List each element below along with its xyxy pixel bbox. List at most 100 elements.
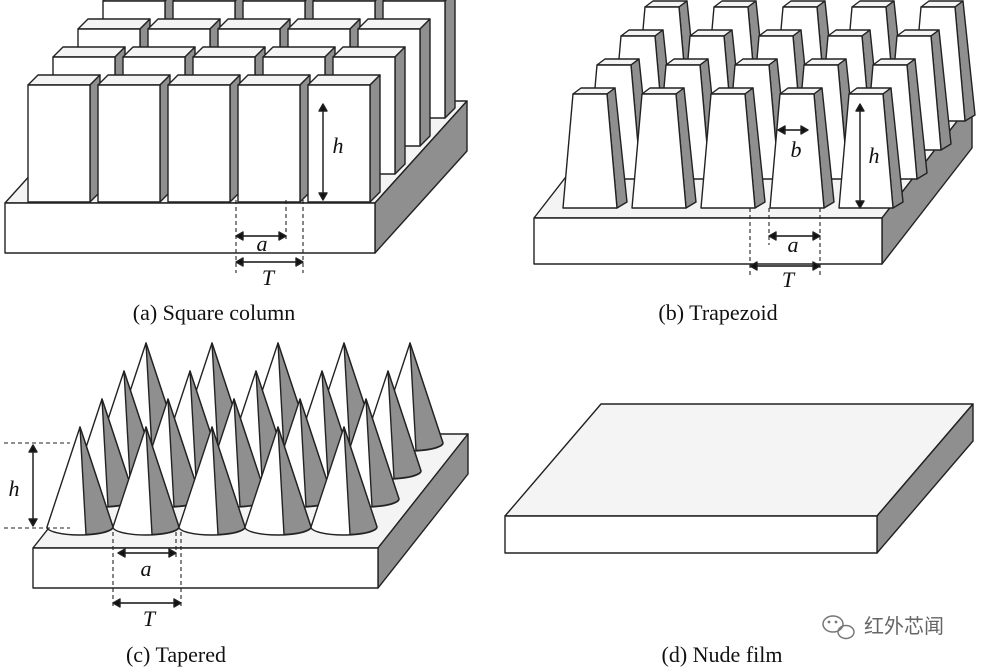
substrate-b-front bbox=[533, 217, 883, 265]
cone-tip bbox=[310, 426, 378, 536]
column-top bbox=[217, 18, 291, 30]
dimension-b-top-head-right bbox=[800, 125, 809, 135]
column-top bbox=[237, 74, 311, 86]
column-top bbox=[167, 74, 241, 86]
trapezoid-pillar bbox=[838, 87, 904, 209]
column-top bbox=[357, 18, 431, 30]
trapezoid-pillar bbox=[562, 87, 628, 209]
label-b-b: b bbox=[791, 137, 802, 162]
column-top bbox=[332, 46, 406, 58]
dimension-a-width bbox=[235, 231, 287, 241]
column-front bbox=[97, 84, 161, 203]
trapezoid-front bbox=[838, 93, 894, 209]
label-b-h: h bbox=[869, 143, 880, 168]
dimension-c-height-head-top bbox=[28, 444, 38, 453]
panel-a-square-column bbox=[4, 0, 468, 273]
column-front bbox=[237, 84, 301, 203]
label-c-a: a bbox=[141, 556, 152, 581]
trapezoid-front bbox=[700, 93, 756, 209]
nude-film-slab bbox=[504, 403, 974, 554]
substrate-a-front bbox=[4, 202, 376, 254]
dimension-b-top-head-left bbox=[777, 125, 786, 135]
column-side bbox=[394, 46, 406, 175]
watermark: 红外芯闻 bbox=[822, 614, 944, 640]
panel-c-tapered bbox=[4, 342, 469, 608]
cone-shade bbox=[343, 426, 378, 536]
label-b-a: a bbox=[788, 232, 799, 257]
cone-shade bbox=[387, 370, 422, 480]
dimension-a-period-head-right bbox=[295, 257, 304, 267]
dimension-a-height-head-top bbox=[318, 103, 328, 112]
panel-b-trapezoid bbox=[533, 0, 976, 278]
dimension-b-period-head-left bbox=[749, 261, 758, 271]
dimension-b-height bbox=[855, 103, 865, 209]
trapezoid-pillar bbox=[631, 87, 697, 209]
cone-shade bbox=[365, 398, 400, 508]
column-top bbox=[287, 18, 361, 30]
square-column bbox=[97, 74, 171, 203]
column-front bbox=[27, 84, 91, 203]
label-b-T: T bbox=[782, 267, 796, 292]
cone-tip bbox=[178, 426, 246, 536]
dimension-b-base bbox=[768, 231, 821, 241]
dimension-b-height-head-top bbox=[855, 103, 865, 112]
column-top bbox=[122, 46, 196, 58]
label-c-h: h bbox=[9, 476, 20, 501]
watermark-text: 红外芯闻 bbox=[864, 614, 944, 638]
dimension-b-height-head-bottom bbox=[855, 200, 865, 209]
dimension-c-height bbox=[28, 444, 38, 527]
column-top bbox=[97, 74, 171, 86]
column-side bbox=[419, 18, 431, 147]
dimension-c-base-head-right bbox=[168, 548, 177, 558]
panel-d-nude-film bbox=[504, 403, 974, 554]
caption-a: (a) Square column bbox=[133, 300, 296, 325]
dimension-a-period bbox=[235, 257, 304, 267]
column-top bbox=[192, 46, 266, 58]
column-side bbox=[444, 0, 456, 119]
trapezoid-pillar bbox=[769, 87, 835, 209]
dimension-c-period-head-right bbox=[173, 598, 182, 608]
column-top bbox=[27, 74, 101, 86]
trapezoid-front bbox=[631, 93, 687, 209]
label-a-T: T bbox=[262, 265, 276, 290]
dimension-a-height-head-bottom bbox=[318, 192, 328, 201]
caption-b: (b) Trapezoid bbox=[658, 300, 777, 325]
dimension-c-base bbox=[117, 548, 177, 558]
square-column bbox=[237, 74, 311, 203]
dimension-a-period-head-left bbox=[235, 257, 244, 267]
dimension-c-height-head-bottom bbox=[28, 518, 38, 527]
label-a-a: a bbox=[257, 231, 268, 256]
square-column bbox=[307, 74, 381, 203]
label-c-T: T bbox=[143, 606, 157, 631]
trapezoid-pillar bbox=[700, 87, 766, 209]
square-column bbox=[167, 74, 241, 203]
trapezoid-front bbox=[562, 93, 618, 209]
dimension-b-top bbox=[777, 125, 809, 135]
label-a-h: h bbox=[333, 133, 344, 158]
column-front bbox=[167, 84, 231, 203]
cone-tip bbox=[46, 426, 114, 536]
dimension-c-base-head-left bbox=[117, 548, 126, 558]
column-side bbox=[369, 74, 381, 203]
column-top bbox=[147, 18, 221, 30]
dimension-a-height bbox=[318, 103, 328, 201]
caption-c: (c) Tapered bbox=[126, 642, 226, 667]
dimension-b-base-head-left bbox=[768, 231, 777, 241]
dimension-b-period-head-right bbox=[812, 261, 821, 271]
column-top bbox=[262, 46, 336, 58]
trapezoid-front bbox=[769, 93, 825, 209]
substrate-c-front bbox=[32, 547, 379, 589]
column-top bbox=[77, 18, 151, 30]
dimension-c-period-head-left bbox=[112, 598, 121, 608]
dimension-b-base-head-right bbox=[812, 231, 821, 241]
square-column bbox=[27, 74, 101, 203]
dimension-b-period bbox=[749, 261, 821, 271]
caption-d: (d) Nude film bbox=[662, 642, 783, 667]
dimension-a-width-head-right bbox=[278, 231, 287, 241]
nude-film-slab-front bbox=[504, 515, 878, 554]
column-top bbox=[307, 74, 381, 86]
dimension-c-period bbox=[112, 598, 182, 608]
cone-shade bbox=[409, 342, 444, 452]
dimension-a-width-head-left bbox=[235, 231, 244, 241]
